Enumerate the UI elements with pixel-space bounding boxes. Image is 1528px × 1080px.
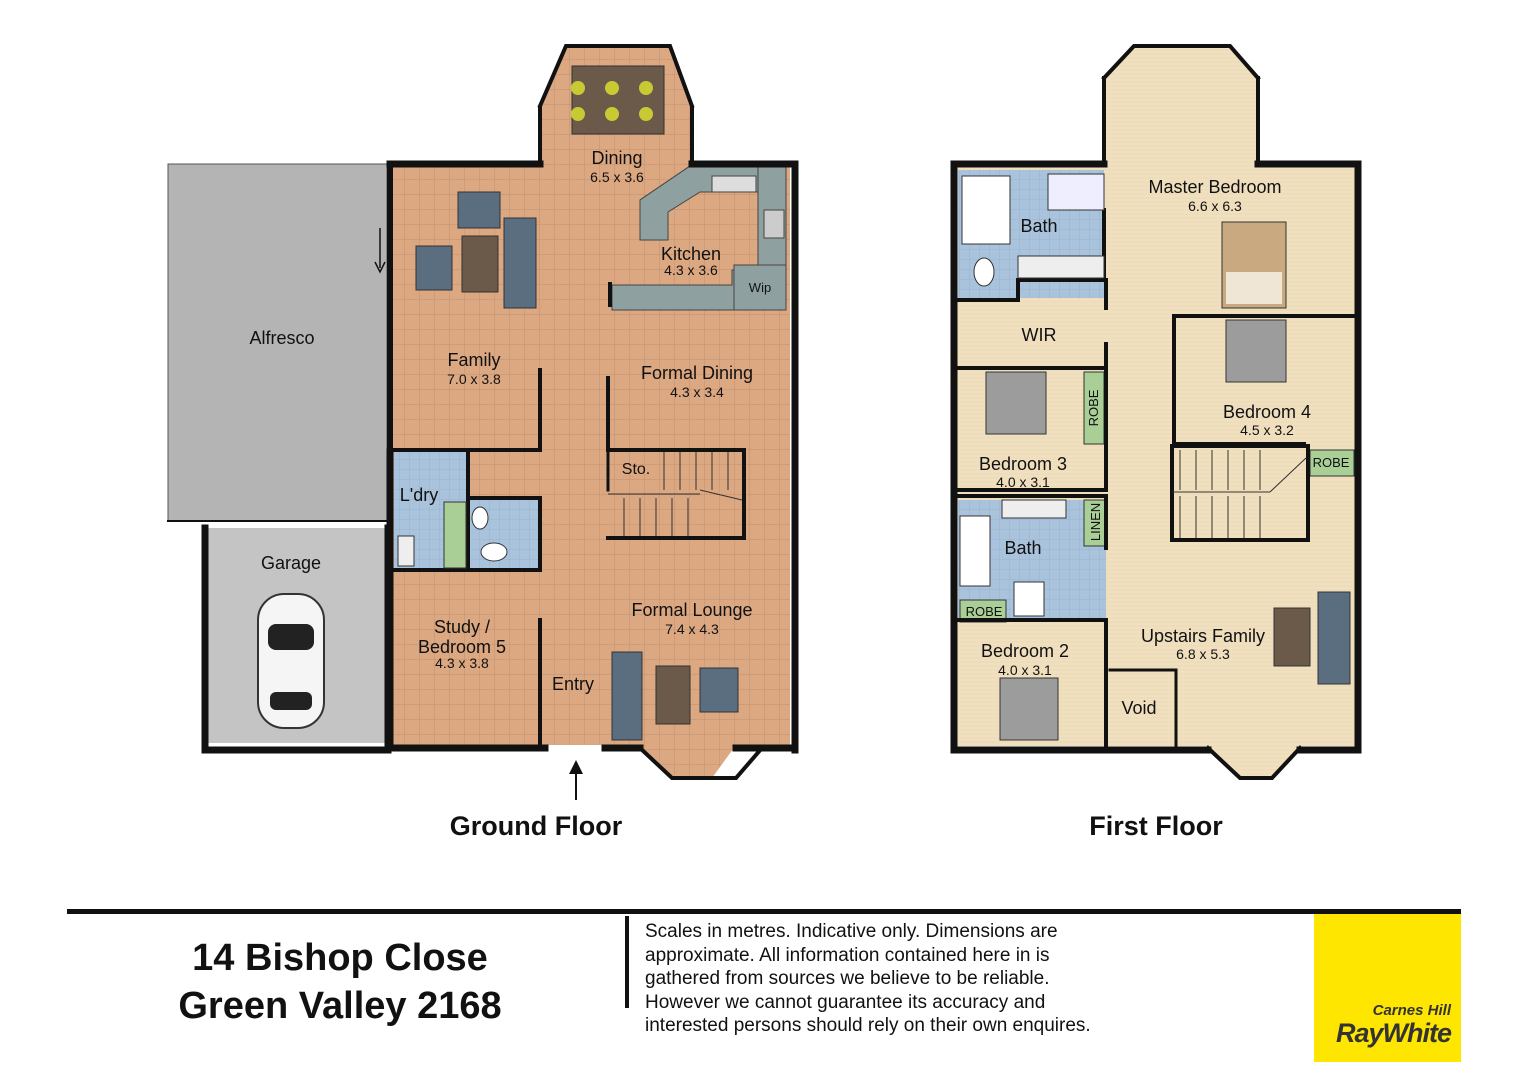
vanity2-icon — [1001, 499, 1067, 519]
toilet-upstairs-icon — [973, 257, 995, 287]
garage-label: Garage — [261, 553, 321, 573]
bedroom3-dims: 4.0 x 3.1 — [996, 474, 1050, 490]
study-dims: 4.3 x 3.8 — [435, 655, 489, 671]
lounge-sofa-icon — [611, 651, 739, 741]
sliding-door-arrow-icon — [374, 228, 386, 274]
bedroom4-dims: 4.5 x 3.2 — [1240, 422, 1294, 438]
disclaimer-line: However we cannot guarantee its accuracy… — [645, 991, 1046, 1013]
storage-label: Sto. — [622, 461, 650, 478]
bathtub2-icon — [959, 515, 991, 587]
logo-office-name: Carnes Hill — [1372, 1002, 1451, 1019]
disclaimer-line: gathered from sources we believe to be r… — [645, 968, 1050, 989]
toilet-icon — [480, 542, 508, 562]
robe-bedroom3-label: ROBE — [1086, 389, 1101, 426]
formal-lounge-dims: 7.4 x 4.3 — [665, 621, 719, 637]
shower-icon — [1047, 173, 1105, 211]
bath2-label: Bath — [1004, 538, 1041, 558]
alfresco-label: Alfresco — [249, 328, 314, 348]
bedroom2-label: Bedroom 2 — [981, 641, 1069, 661]
disclaimer: Scales in metres. Indicative only. Dimen… — [645, 920, 1145, 1038]
master-dims: 6.6 x 6.3 — [1188, 198, 1242, 214]
footer-divider — [67, 909, 1461, 914]
void-label: Void — [1121, 698, 1156, 718]
study-label-line1: Study / — [434, 617, 490, 637]
ground-stairs — [608, 452, 743, 536]
entry-label: Entry — [552, 674, 594, 694]
bed2-icon — [999, 677, 1059, 741]
bedroom3-label: Bedroom 3 — [979, 454, 1067, 474]
upstairs-sofa-icon — [1273, 591, 1351, 685]
dining-label: Dining — [591, 148, 642, 168]
disclaimer-line: approximate. All information contained h… — [645, 944, 1050, 966]
first-floor: Master Bedroom 6.6 x 6.3 Bath WIR Bedroo… — [950, 44, 1362, 841]
family-sofa-icon — [415, 191, 537, 309]
ground-floor: Dining 6.5 x 3.6 Kitchen 4.3 x 3.6 Wip A… — [167, 44, 799, 841]
ground-floor-title: Ground Floor — [450, 811, 623, 841]
raywhite-logo: Carnes Hill RayWhite — [1314, 914, 1461, 1062]
master-label: Master Bedroom — [1148, 177, 1281, 197]
wip-area — [733, 264, 787, 311]
laundry-bench — [443, 501, 467, 569]
formal-dining-label: Formal Dining — [641, 363, 753, 383]
dining-dims: 6.5 x 3.6 — [590, 169, 644, 185]
robe-bedroom4-label: ROBE — [1313, 455, 1350, 470]
car-icon — [257, 593, 325, 729]
first-floor-title: First Floor — [1089, 811, 1223, 841]
footer-vertical-divider — [625, 916, 629, 1008]
ground-tiled-floor — [390, 46, 790, 778]
kitchen-dims: 4.3 x 3.6 — [664, 262, 718, 278]
bathtub-icon — [961, 175, 1011, 245]
family-dims: 7.0 x 3.8 — [447, 371, 501, 387]
cooktop-icon — [763, 209, 785, 239]
basin-icon — [471, 506, 489, 530]
bedroom2-dims: 4.0 x 3.1 — [998, 662, 1052, 678]
kitchen-label: Kitchen — [661, 244, 721, 264]
master-bed-icon — [1221, 221, 1287, 309]
bed3-icon — [985, 371, 1047, 435]
linen-label: LINEN — [1088, 503, 1103, 541]
address-line2: Green Valley 2168 — [178, 985, 502, 1027]
laundry-label: L'dry — [400, 485, 438, 505]
formal-dining-dims: 4.3 x 3.4 — [670, 384, 724, 400]
logo-brand-name: RayWhite — [1335, 1018, 1452, 1048]
study-label-line2: Bedroom 5 — [418, 637, 506, 657]
disclaimer-line: interested persons should rely on their … — [645, 1015, 1091, 1036]
shower2-icon — [1013, 581, 1045, 617]
bedroom4-label: Bedroom 4 — [1223, 402, 1311, 422]
upstairs-family-label: Upstairs Family — [1141, 626, 1265, 646]
vanity-icon — [1017, 255, 1105, 279]
sink-icon — [711, 175, 757, 193]
first-stairs — [1172, 450, 1307, 538]
bath1-label: Bath — [1020, 216, 1057, 236]
laundry-tub-icon — [397, 535, 415, 567]
formal-lounge-label: Formal Lounge — [631, 600, 752, 620]
disclaimer-line: Scales in metres. Indicative only. Dimen… — [645, 921, 1058, 942]
family-label: Family — [448, 350, 501, 370]
wip-label: Wip — [749, 280, 771, 295]
dining-table-icon — [571, 65, 665, 135]
robe-bedroom2-label: ROBE — [966, 604, 1003, 619]
upstairs-family-dims: 6.8 x 5.3 — [1176, 646, 1230, 662]
entry-arrow-icon — [569, 760, 583, 800]
bed4-icon — [1225, 319, 1287, 383]
address-line1: 14 Bishop Close — [192, 937, 488, 979]
wir-label: WIR — [1022, 325, 1057, 345]
alfresco-area — [167, 163, 388, 522]
